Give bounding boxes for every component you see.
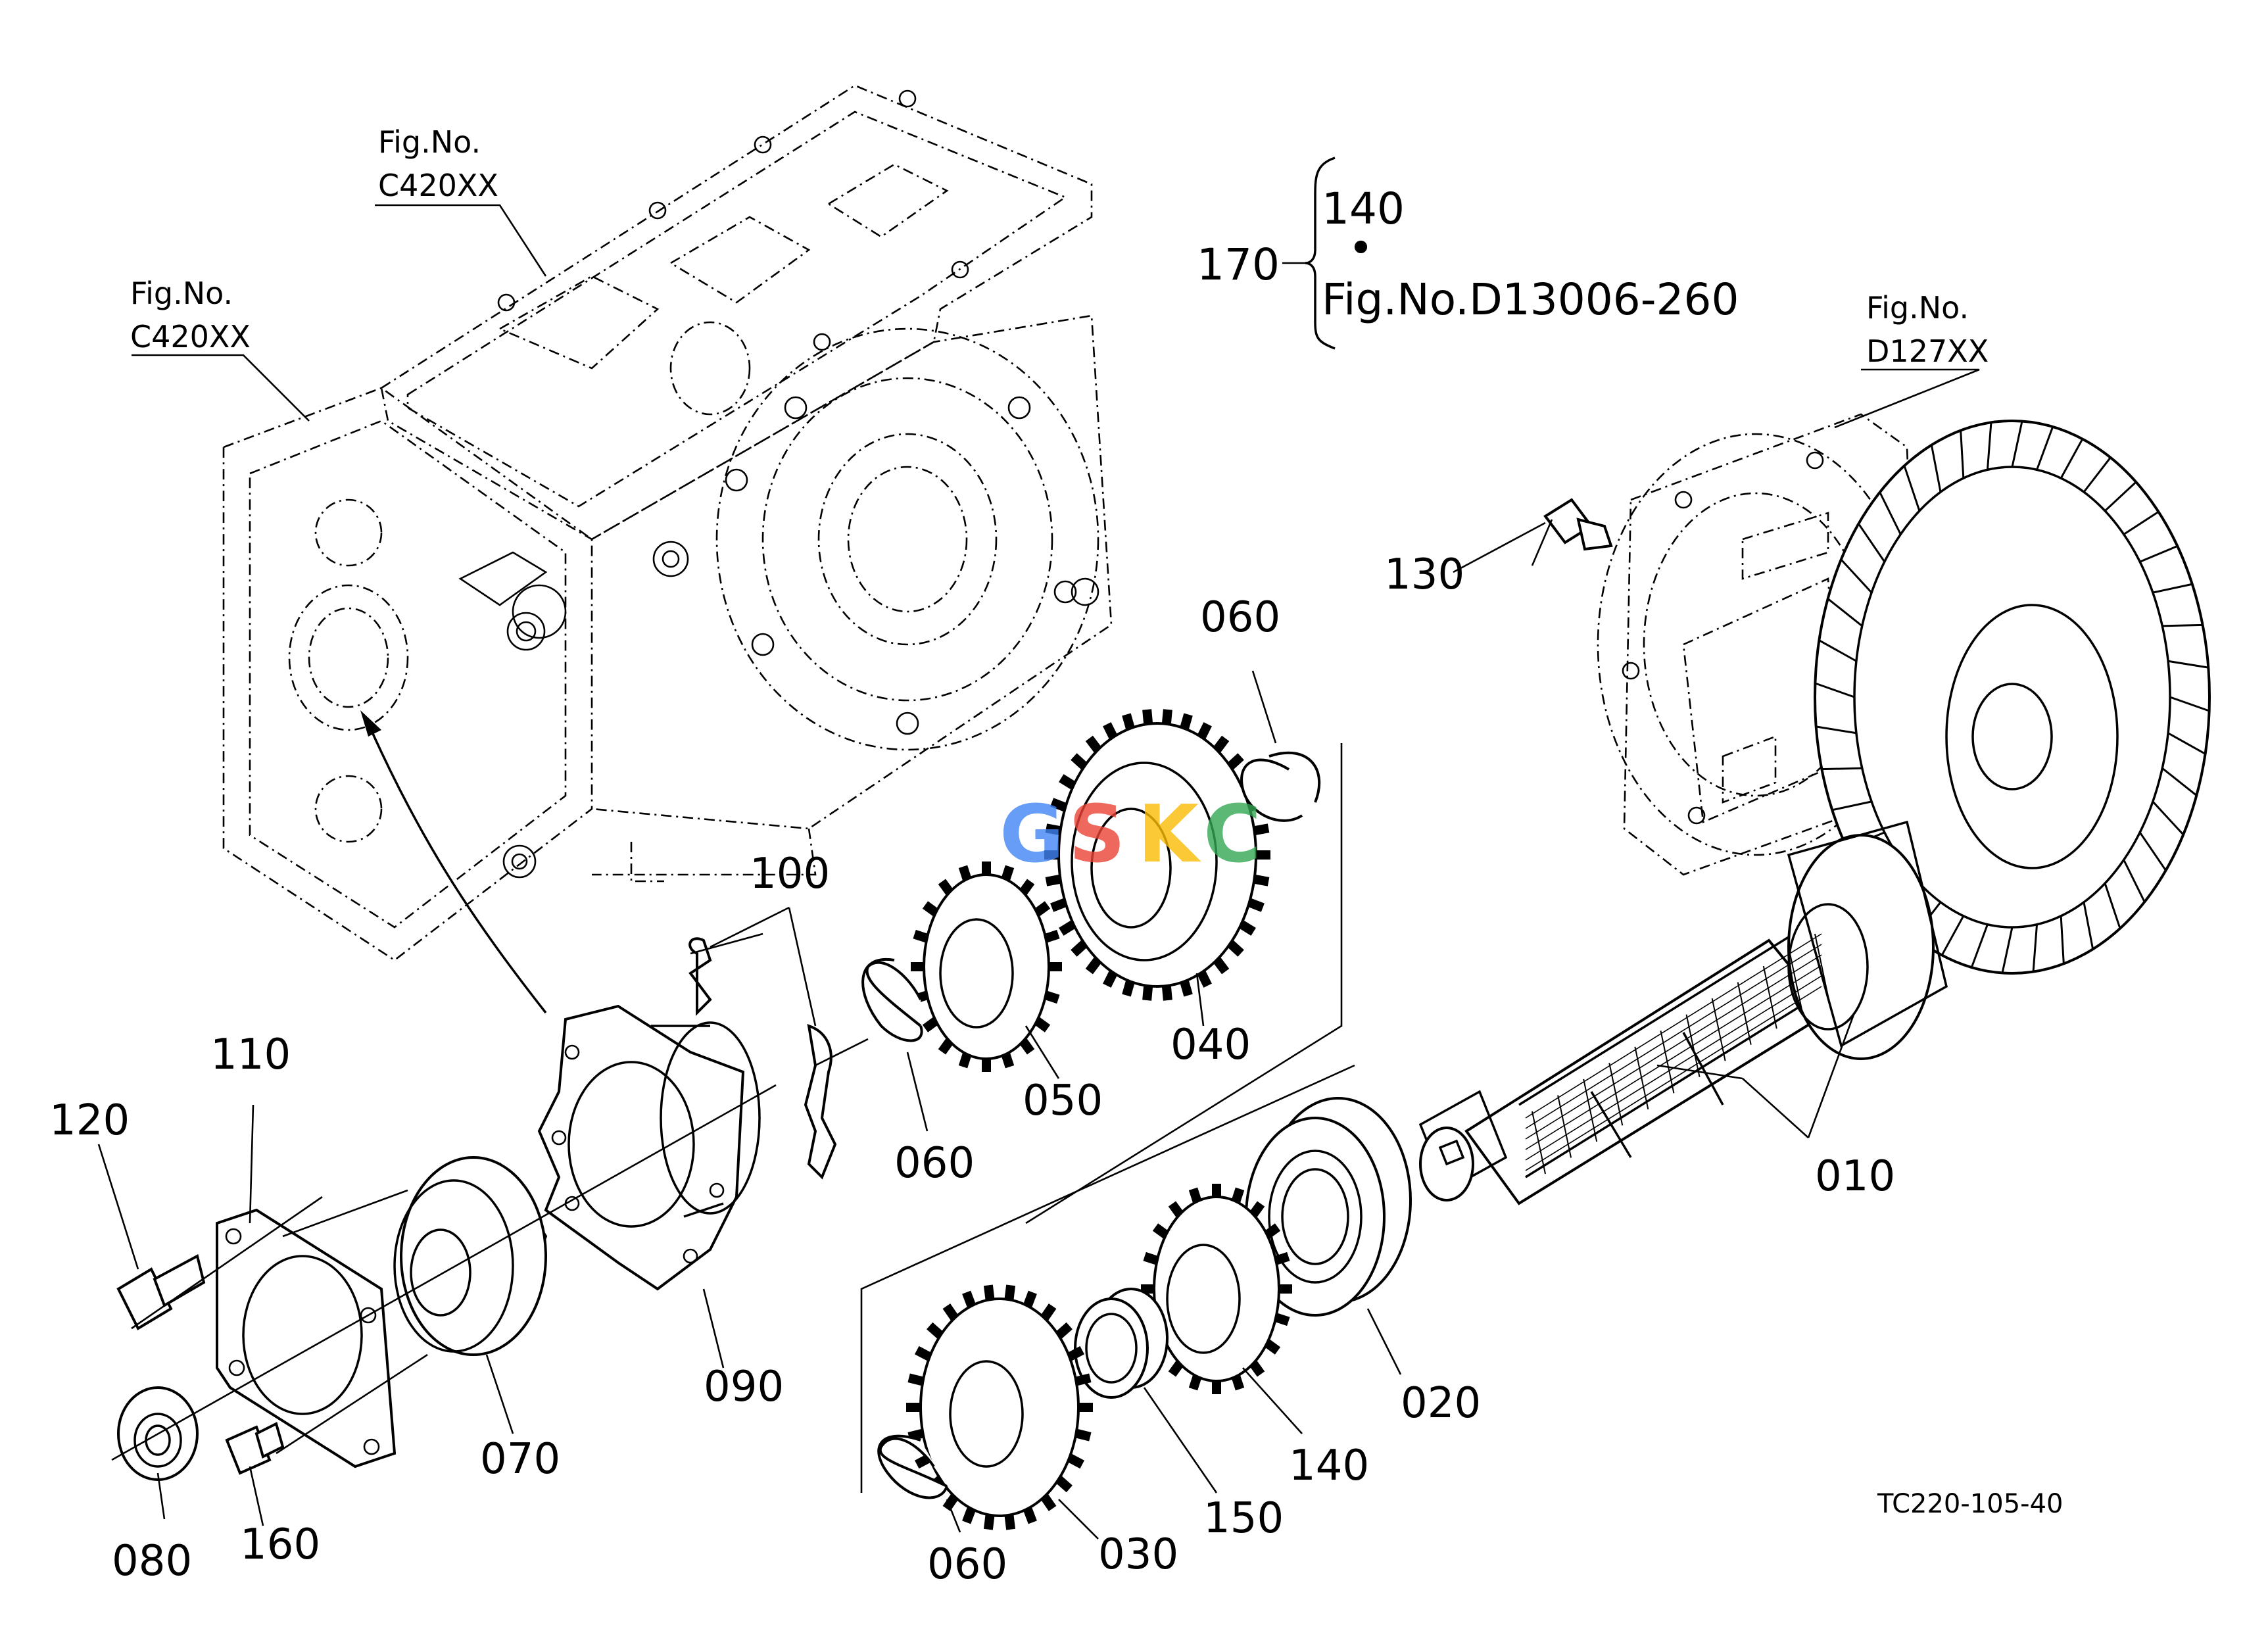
lock-plates-100 <box>688 937 837 1180</box>
callout-080: 080 <box>112 1537 192 1586</box>
bracket-group-label: 170 <box>1197 239 1280 290</box>
gear-140 <box>1141 1184 1292 1394</box>
bearing-020 <box>1245 1097 1412 1317</box>
lower-group-bracket <box>860 1064 1355 1493</box>
callout-060-top: 060 <box>1200 593 1280 642</box>
watermark-letter-3: K <box>1138 789 1201 881</box>
callout-060-mid: 060 <box>894 1139 975 1188</box>
snap-ring-060-mid <box>861 958 923 1042</box>
fig-ref-housing-left-line1: Fig.No. <box>130 276 233 311</box>
collar-150 <box>1074 1288 1169 1399</box>
bolt-130 <box>1543 498 1613 551</box>
watermark-letter-2: S <box>1069 789 1125 881</box>
bracket-group-item-bottom: Fig.No.D13006-260 <box>1322 274 1739 325</box>
callout-040: 040 <box>1170 1021 1251 1069</box>
ring-gear <box>1814 420 2211 975</box>
snap-ring-060-bottom <box>877 1434 948 1499</box>
callout-070: 070 <box>480 1435 560 1484</box>
callout-160: 160 <box>240 1520 320 1569</box>
cover-plate-110 <box>216 1208 397 1468</box>
callout-060-bottom: 060 <box>927 1540 1007 1589</box>
bolt-160 <box>225 1422 285 1475</box>
bracket-group-bullet: • <box>1348 223 1374 274</box>
transmission-housing <box>222 84 1113 961</box>
bolt-120 <box>116 1254 206 1330</box>
fig-ref-housing-left-line2: C420XX <box>130 319 251 354</box>
callout-110: 110 <box>210 1031 291 1079</box>
watermark-letter-4: C <box>1203 789 1261 881</box>
callout-100: 100 <box>750 850 830 898</box>
gear-040 <box>1044 709 1270 1001</box>
callout-020: 020 <box>1401 1379 1481 1428</box>
drawing-code: TC220-105-40 <box>1877 1489 2063 1519</box>
watermark-logo: G S K C <box>1000 789 1261 881</box>
leader-lines <box>97 157 1980 1540</box>
callout-150: 150 <box>1203 1494 1284 1543</box>
watermark-letter-1: G <box>1000 789 1065 881</box>
bracket-group-labels: 170 140 • Fig.No.D13006-260 <box>1197 183 1739 325</box>
callout-120: 120 <box>49 1096 130 1145</box>
bearing-holder-090 <box>537 1004 761 1291</box>
bearing-070 <box>393 1156 548 1356</box>
callout-130: 130 <box>1384 550 1464 599</box>
pinion-shaft <box>1418 820 1948 1205</box>
figure-reference-labels: Fig.No. C420XX Fig.No. C420XX Fig.No. D1… <box>130 124 1989 369</box>
fig-ref-differential-line1: Fig.No. <box>1866 290 1969 326</box>
callout-140: 140 <box>1289 1442 1369 1490</box>
callout-010: 010 <box>1815 1152 1895 1201</box>
bracket-group-item-top: 140 <box>1322 183 1405 234</box>
callout-050: 050 <box>1023 1077 1103 1125</box>
fig-ref-housing-top-line2: C420XX <box>378 168 498 203</box>
callout-090: 090 <box>704 1363 784 1411</box>
part-callouts: 010 020 030 040 050 060 060 060 070 080 … <box>49 550 1895 1589</box>
fig-ref-differential-line2: D127XX <box>1866 333 1989 369</box>
gear-050 <box>911 861 1062 1072</box>
upper-group-bracket <box>1025 743 1343 1225</box>
fig-ref-housing-top-line1: Fig.No. <box>378 124 481 160</box>
callout-030: 030 <box>1098 1530 1178 1579</box>
snap-ring-060-top <box>1240 751 1321 822</box>
